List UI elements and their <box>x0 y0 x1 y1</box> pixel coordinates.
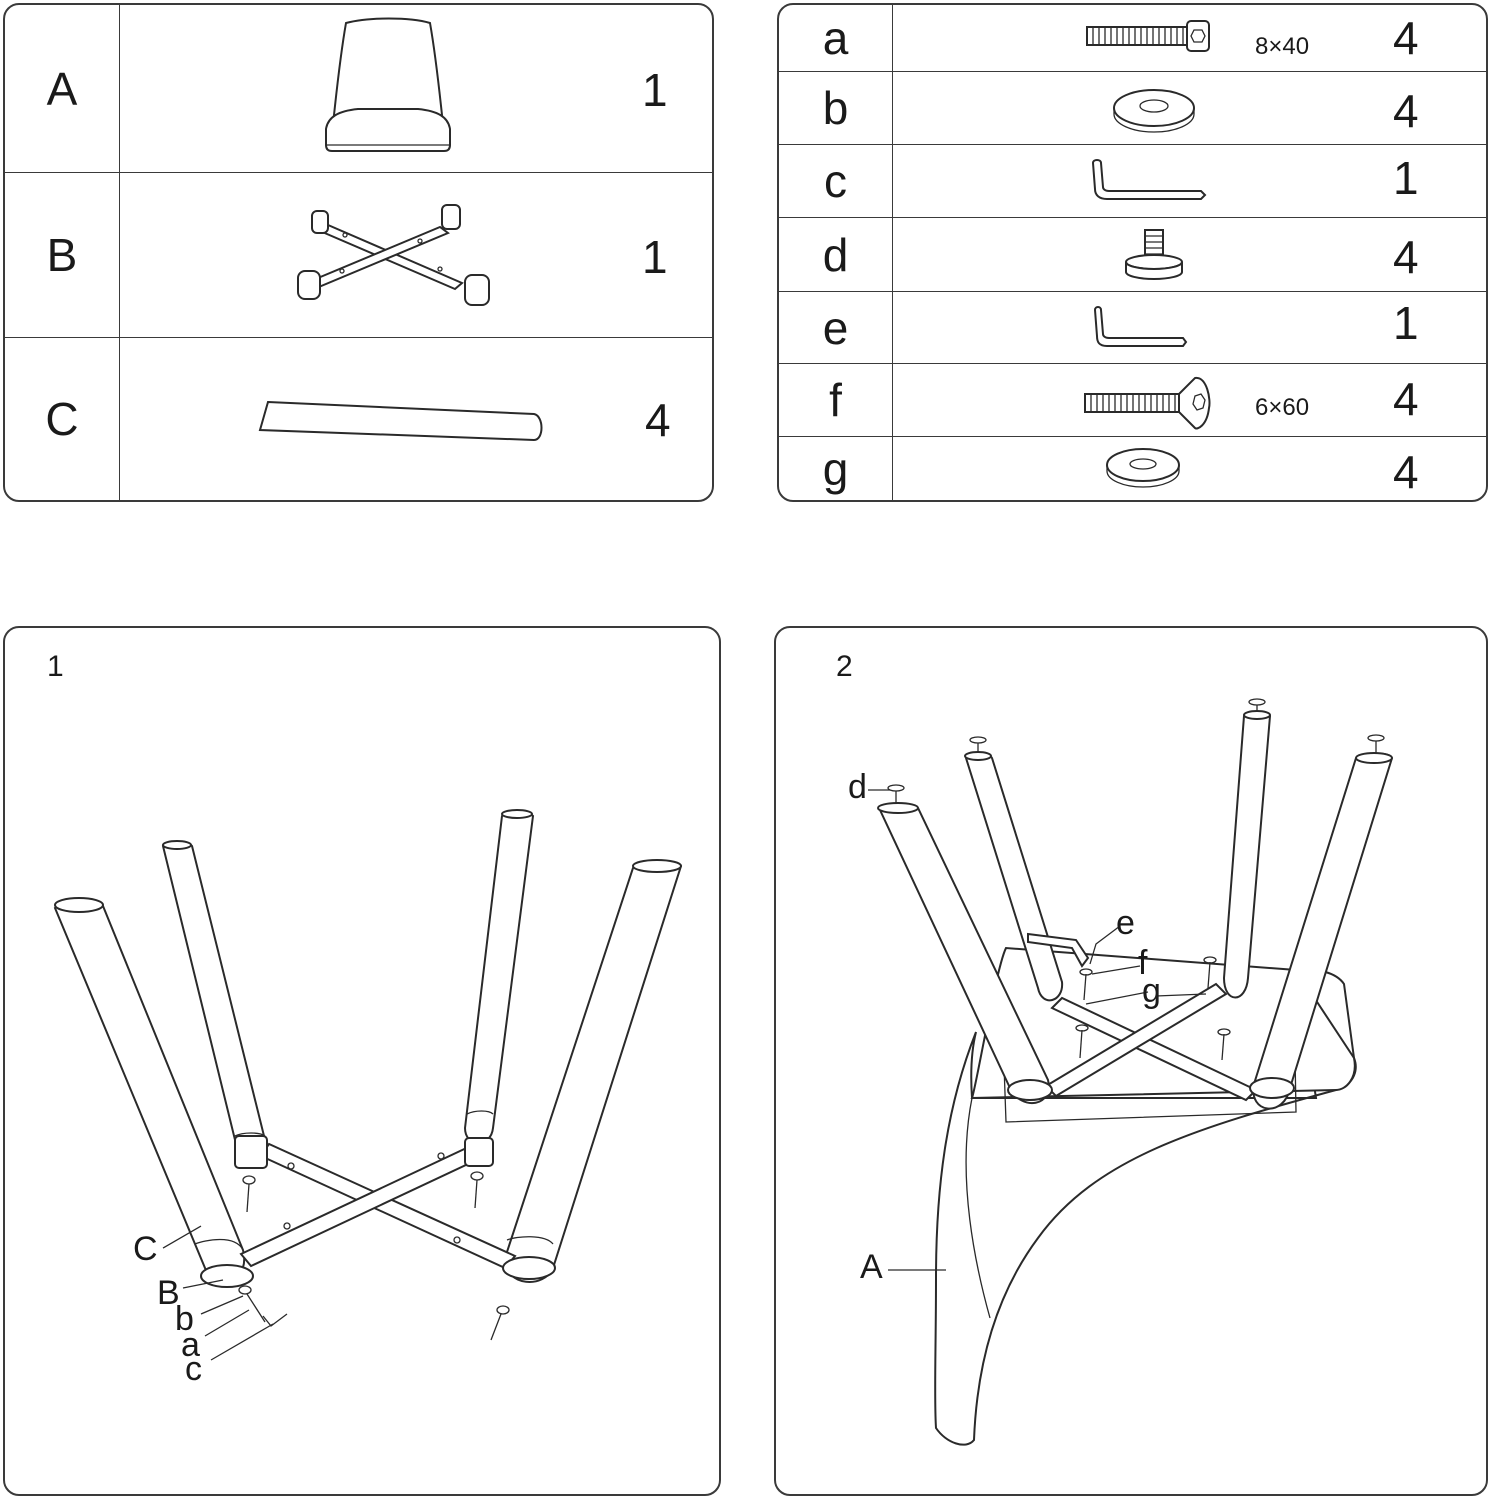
callout-f: f <box>1138 944 1148 982</box>
part-letter: A <box>46 62 78 115</box>
leader-lines <box>162 1225 274 1361</box>
cross-base <box>1044 982 1258 1102</box>
hardware-qty: 4 <box>1393 231 1419 283</box>
allen-key <box>1027 932 1090 968</box>
part-row-c: C 4 <box>5 338 712 500</box>
washer-icon <box>1113 89 1195 133</box>
allen-key-large-icon <box>1091 159 1207 200</box>
step-2-panel: 2 <box>774 626 1488 1496</box>
bolts-f <box>1075 956 1231 1061</box>
washer-icon <box>1106 448 1180 488</box>
step-number: 1 <box>47 650 64 683</box>
hardware-letter: g <box>822 442 849 495</box>
hardware-row-c: c 1 <box>779 145 1486 218</box>
allen-key-small-icon <box>1093 306 1188 347</box>
hardware-size: 8×40 <box>1255 33 1310 60</box>
main-parts-panel: A 1 B <box>3 3 714 502</box>
hardware-size: 6×60 <box>1255 394 1310 421</box>
callout-d: d <box>848 768 867 806</box>
leg-front-left <box>877 802 1053 1105</box>
step-1-panel: 1 <box>3 626 721 1496</box>
hardware-row-e: e 1 <box>779 292 1486 364</box>
hardware-qty: 4 <box>1393 85 1419 137</box>
hardware-qty: 1 <box>1393 297 1419 349</box>
hardware-letter: f <box>829 374 842 426</box>
callout-g: g <box>1142 972 1161 1010</box>
hardware-letter: d <box>822 228 849 281</box>
part-qty: 1 <box>642 231 668 283</box>
callout-C: C <box>133 1230 158 1268</box>
chair-leg-tube-icon <box>258 400 543 442</box>
part-qty: 1 <box>642 64 668 116</box>
hardware-letter: b <box>822 82 849 134</box>
hardware-letter: e <box>822 301 849 354</box>
hardware-row-b: b 4 <box>779 72 1486 145</box>
callout-b: b <box>175 1300 194 1338</box>
callout-a: a <box>181 1326 200 1364</box>
leveling-feet <box>887 698 1385 804</box>
leg-front-right <box>1249 752 1394 1110</box>
hardware-qty: 4 <box>1393 373 1419 425</box>
leg-back-right <box>463 809 535 1144</box>
hardware-row-a: a 8×40 4 <box>779 5 1486 72</box>
leg-back-right <box>1222 710 1272 999</box>
leg-front-right <box>503 859 683 1283</box>
hardware-row-f: f 6×60 4 <box>779 364 1486 437</box>
hardware-letter: a <box>822 12 849 64</box>
part-qty: 4 <box>645 394 671 446</box>
part-row-b: B 1 <box>5 173 712 338</box>
step-number: 2 <box>836 650 853 683</box>
part-row-a: A 1 <box>5 5 712 173</box>
part-letter: B <box>46 229 78 281</box>
hardware-qty: 1 <box>1393 152 1419 204</box>
callout-B: B <box>157 1274 180 1312</box>
cross-base <box>200 1135 556 1288</box>
part-letter: C <box>45 393 79 445</box>
leader-lines <box>868 789 1207 1271</box>
countersunk-bolt-icon <box>1084 376 1211 430</box>
step-2-illustration <box>868 698 1394 1446</box>
chair-seat-shell-icon <box>325 17 451 152</box>
hardware-row-g: g 4 <box>779 437 1486 500</box>
hardware-letter: c <box>824 155 847 207</box>
cross-base-frame-icon <box>297 204 490 306</box>
callout-A: A <box>860 1248 883 1286</box>
leveling-foot-icon <box>1125 229 1183 280</box>
callout-c: c <box>185 1350 202 1388</box>
bolt-a <box>238 1171 510 1341</box>
step-1-illustration <box>53 809 683 1361</box>
hardware-qty: 4 <box>1393 12 1419 64</box>
hardware-row-d: d 4 <box>779 218 1486 292</box>
callout-e: e <box>1116 904 1135 942</box>
hex-bolt-icon <box>1086 20 1210 52</box>
hardware-qty: 4 <box>1393 446 1419 498</box>
hardware-panel: a 8×40 4 b 4 <box>777 3 1488 502</box>
